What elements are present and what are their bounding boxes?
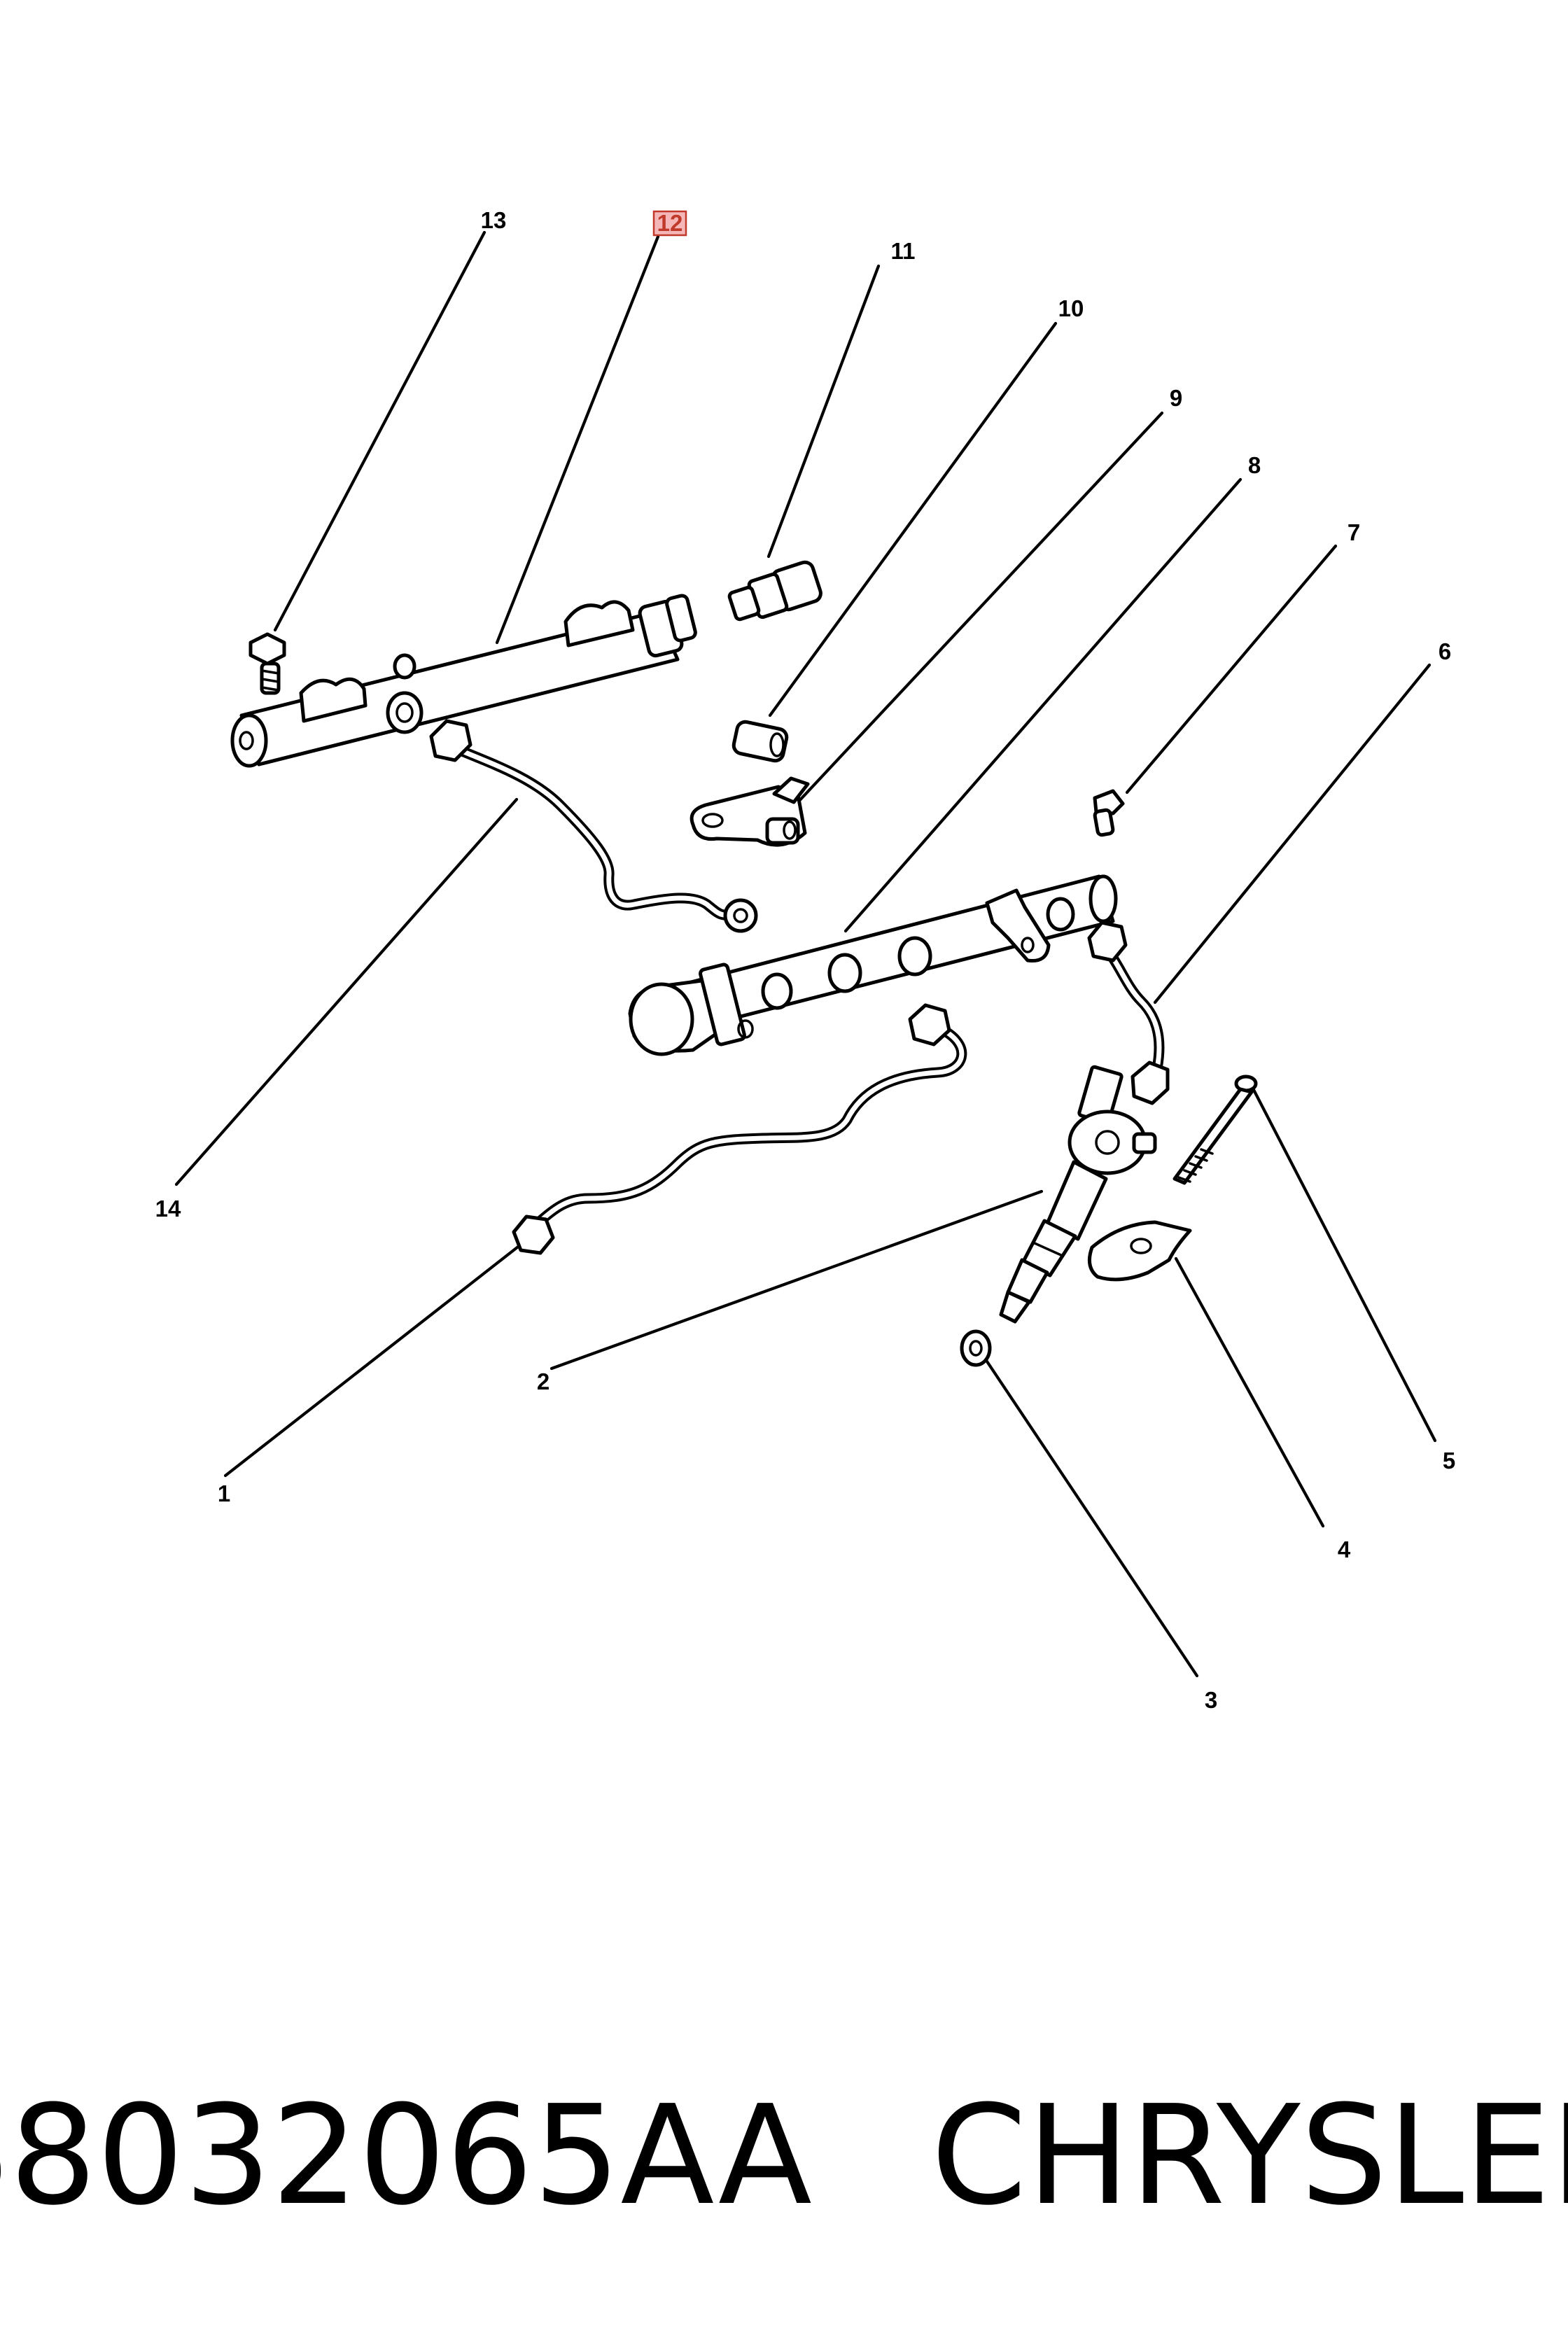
callout-8: 8 xyxy=(1248,452,1261,478)
callout-6: 6 xyxy=(1438,638,1451,664)
clamp-part-4 xyxy=(1087,1220,1192,1282)
leader-13 xyxy=(273,230,486,632)
leader-14 xyxy=(174,797,519,1186)
callout-5: 5 xyxy=(1443,1448,1455,1474)
sleeve-part-10 xyxy=(732,720,789,763)
injector-line-part-6 xyxy=(1087,920,1170,1105)
small-bolt-part-7 xyxy=(1093,789,1125,837)
pressure-sensor-part-11 xyxy=(727,560,822,622)
callout-3: 3 xyxy=(1205,1687,1217,1713)
leader-1 xyxy=(223,1242,523,1478)
callout-9: 9 xyxy=(1170,385,1182,411)
long-bolt-part-5 xyxy=(1172,1074,1258,1185)
leader-7 xyxy=(1125,544,1338,794)
fuel-line-part-1 xyxy=(512,1003,967,1255)
injector-part-2 xyxy=(999,1065,1157,1324)
rail-bolt-part-13 xyxy=(248,632,286,695)
washer-part-3 xyxy=(960,1329,992,1367)
leader-3 xyxy=(978,1349,1199,1678)
callout-7: 7 xyxy=(1348,519,1360,545)
fuel-line-part-14 xyxy=(429,719,758,933)
callout-1: 1 xyxy=(218,1480,230,1506)
leader-11 xyxy=(766,264,881,559)
leader-12 xyxy=(495,234,660,645)
lower-fuel-rail-part-8 xyxy=(628,874,1118,1056)
bracket-part-9 xyxy=(690,776,810,847)
callout-12: 12 xyxy=(657,210,683,236)
brand-name: CHRYSLER xyxy=(931,2076,1568,2236)
fuel-rail-exploded-diagram: 1 2 3 4 5 6 7 8 9 10 11 12 13 14 xyxy=(155,207,1456,1713)
leader-2 xyxy=(550,1189,1044,1371)
leader-8 xyxy=(844,477,1242,933)
callout-10: 10 xyxy=(1058,295,1084,321)
callout-11: 11 xyxy=(891,238,916,264)
leader-lines xyxy=(174,230,1437,1678)
part-caption: 68032065AA CHRYSLER xyxy=(0,2072,1568,2240)
callout-labels: 1 2 3 4 5 6 7 8 9 10 11 12 13 14 xyxy=(155,207,1456,1713)
leader-10 xyxy=(768,321,1058,718)
callout-2: 2 xyxy=(537,1368,550,1394)
callout-4: 4 xyxy=(1338,1536,1351,1562)
leader-5 xyxy=(1251,1086,1437,1443)
callout-13: 13 xyxy=(481,207,507,233)
upper-fuel-rail-part-12 xyxy=(230,594,697,768)
callout-12-highlight xyxy=(652,210,687,237)
leader-4 xyxy=(1174,1256,1325,1528)
callout-14: 14 xyxy=(155,1196,181,1222)
leader-6 xyxy=(1153,663,1432,1004)
leader-9 xyxy=(794,411,1164,806)
part-number: 68032065AA xyxy=(0,2076,812,2236)
